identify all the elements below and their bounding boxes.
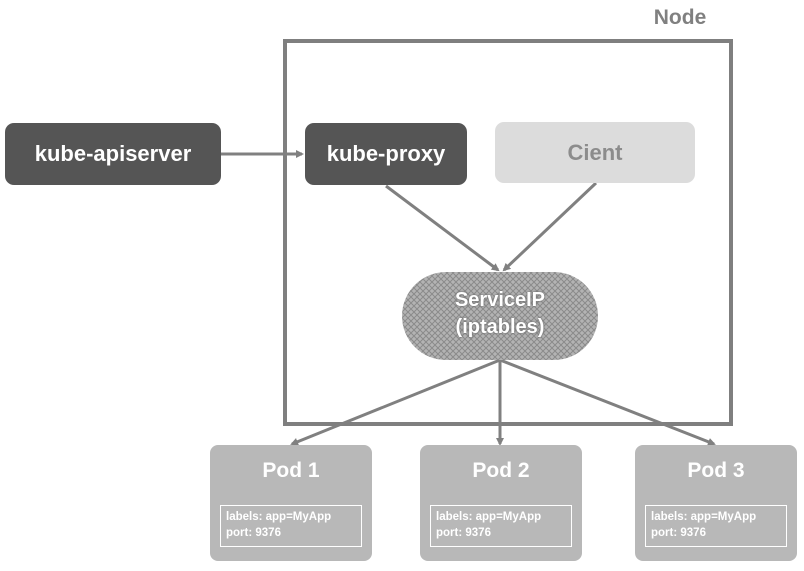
service-ip-title: ServiceIP	[454, 289, 546, 311]
service-ip-label: ServiceIP (iptables)	[400, 287, 600, 341]
client-label: Cient	[567, 139, 623, 165]
service-ip-node	[402, 272, 598, 360]
service-ip-subtitle: (iptables)	[455, 316, 545, 338]
pod-port: port: 9376	[651, 527, 706, 539]
arrow-proxy-to-service	[385, 184, 500, 272]
pod-port: port: 9376	[436, 527, 491, 539]
node-boundary	[283, 39, 733, 426]
pod-title: Pod 2	[472, 459, 530, 482]
pod-labels: labels: app=MyApp	[651, 511, 757, 523]
arrow-service-to-pod3	[499, 358, 716, 446]
pod-labels: labels: app=MyApp	[226, 511, 332, 523]
pod-port: port: 9376	[226, 527, 281, 539]
pod-1: Pod 1 labels: app=MyApp port: 9376	[210, 445, 372, 561]
kube-proxy-label: kube-proxy	[326, 141, 446, 166]
pod-info: labels: app=MyApp port: 9376	[220, 505, 362, 547]
pod-2: Pod 2 labels: app=MyApp port: 9376	[420, 445, 582, 561]
pod-info: labels: app=MyApp port: 9376	[430, 505, 572, 547]
pod-info: labels: app=MyApp port: 9376	[645, 505, 787, 547]
pod-3: Pod 3 labels: app=MyApp port: 9376	[635, 445, 797, 561]
kube-proxy-box: kube-proxy	[305, 123, 467, 185]
pod-labels: labels: app=MyApp	[436, 511, 542, 523]
pod-title: Pod 1	[262, 459, 320, 482]
kube-apiserver-label: kube-apiserver	[34, 141, 192, 166]
kube-apiserver-box: kube-apiserver	[5, 123, 221, 185]
client-box: Cient	[495, 122, 695, 183]
node-label: Node	[653, 6, 707, 29]
arrow-service-to-pod1	[290, 358, 501, 446]
arrow-client-to-service	[502, 181, 598, 272]
pod-title: Pod 3	[687, 459, 745, 482]
